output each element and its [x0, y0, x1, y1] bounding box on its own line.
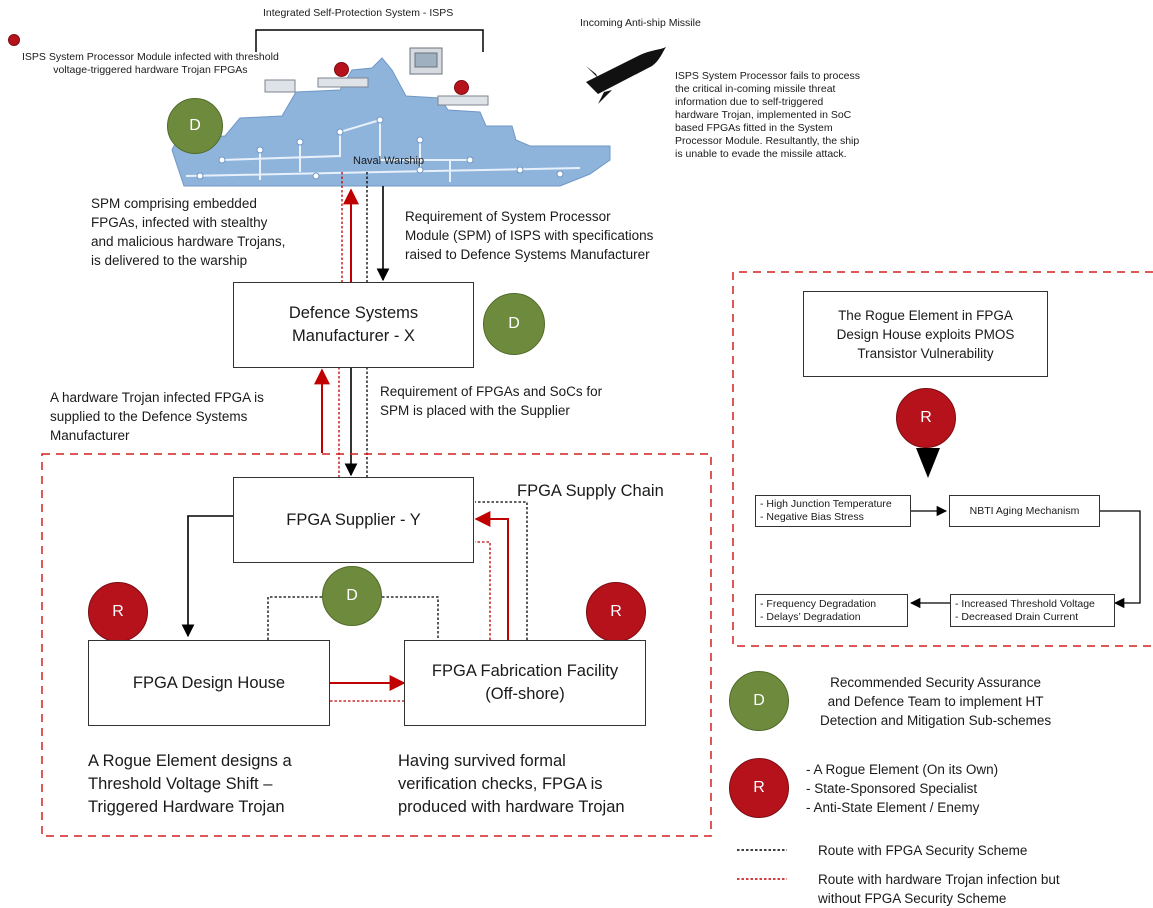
spm-delivered-note: SPM comprising embedded FPGAs, infected … — [91, 196, 286, 268]
survived-verification-note: Having survived formal verification chec… — [398, 752, 625, 816]
legend-lines — [737, 849, 787, 880]
degradation-box: - Frequency Degradation - Delays’ Degrad… — [755, 594, 908, 627]
infected-note: ISPS System Processor Module infected wi… — [22, 51, 279, 76]
spm-requirement-note: Requirement of System Processor Module (… — [405, 209, 654, 262]
warship-illustration — [171, 57, 611, 187]
rogue-panel-links — [909, 448, 1141, 609]
rogue-panel-frame — [732, 271, 1153, 647]
missile-title: Incoming Anti-ship Missile — [580, 17, 701, 29]
processor-module-icons — [264, 47, 489, 106]
defence-team-badge: D — [483, 293, 545, 355]
fpga-fabrication-box: FPGA Fabrication Facility (Off-shore) — [404, 640, 646, 726]
legend-rogue-badge: R — [729, 758, 789, 818]
stress-conditions-box: - High Junction Temperature - Negative B… — [755, 495, 911, 527]
threshold-effects-box: - Increased Threshold Voltage - Decrease… — [950, 594, 1115, 627]
defence-manufacturer-box: Defence Systems Manufacturer - X — [233, 282, 474, 368]
fpga-requirement-note: Requirement of FPGAs and SoCs for SPM is… — [380, 384, 603, 418]
rogue-design-note: A Rogue Element designs a Threshold Volt… — [88, 752, 292, 816]
isps-title: Integrated Self-Protection System - ISPS — [263, 7, 454, 19]
infected-module-icon — [454, 80, 469, 95]
missile-illustration — [586, 47, 666, 104]
supply-chain-frame — [41, 453, 712, 837]
supply-chain-label: FPGA Supply Chain — [517, 482, 664, 500]
defence-team-badge: D — [167, 98, 223, 154]
fpga-design-house-box: FPGA Design House — [88, 640, 330, 726]
rogue-exploit-box: The Rogue Element in FPGA Design House e… — [803, 291, 1048, 377]
design-fab-security-loop — [267, 596, 439, 640]
infected-module-icon — [334, 62, 349, 77]
isps-bracket — [255, 29, 484, 52]
infected-marker-icon — [8, 34, 20, 46]
manufacturer-supplier-links — [314, 367, 368, 477]
fpga-supplier-box: FPGA Supplier - Y — [233, 477, 474, 563]
legend-defence-text: Recommended Security Assurance and Defen… — [820, 675, 1052, 728]
legend-rogue-text: - A Rogue Element (On its Own) - State-S… — [806, 762, 999, 815]
legend-red-route: Route with hardware Trojan infection but… — [818, 872, 1060, 906]
missile-failure-note: ISPS System Processor fails to process t… — [675, 70, 860, 160]
rogue-element-badge: R — [88, 582, 148, 642]
rogue-element-badge: R — [896, 388, 956, 448]
nbti-aging-box: NBTI Aging Mechanism — [949, 495, 1100, 527]
fab-supplier-links — [474, 501, 528, 640]
supplier-design-link — [181, 515, 234, 638]
trojan-supplied-note: A hardware Trojan infected FPGA is suppl… — [50, 390, 264, 443]
legend-defence-badge: D — [729, 671, 789, 731]
legend-black-route: Route with FPGA Security Scheme — [818, 843, 1028, 858]
warship-label: Naval Warship — [353, 155, 425, 167]
rogue-element-badge: R — [586, 582, 646, 642]
defence-team-badge: D — [322, 566, 382, 626]
ship-manufacturer-links — [341, 172, 390, 282]
design-fab-links — [330, 675, 406, 702]
